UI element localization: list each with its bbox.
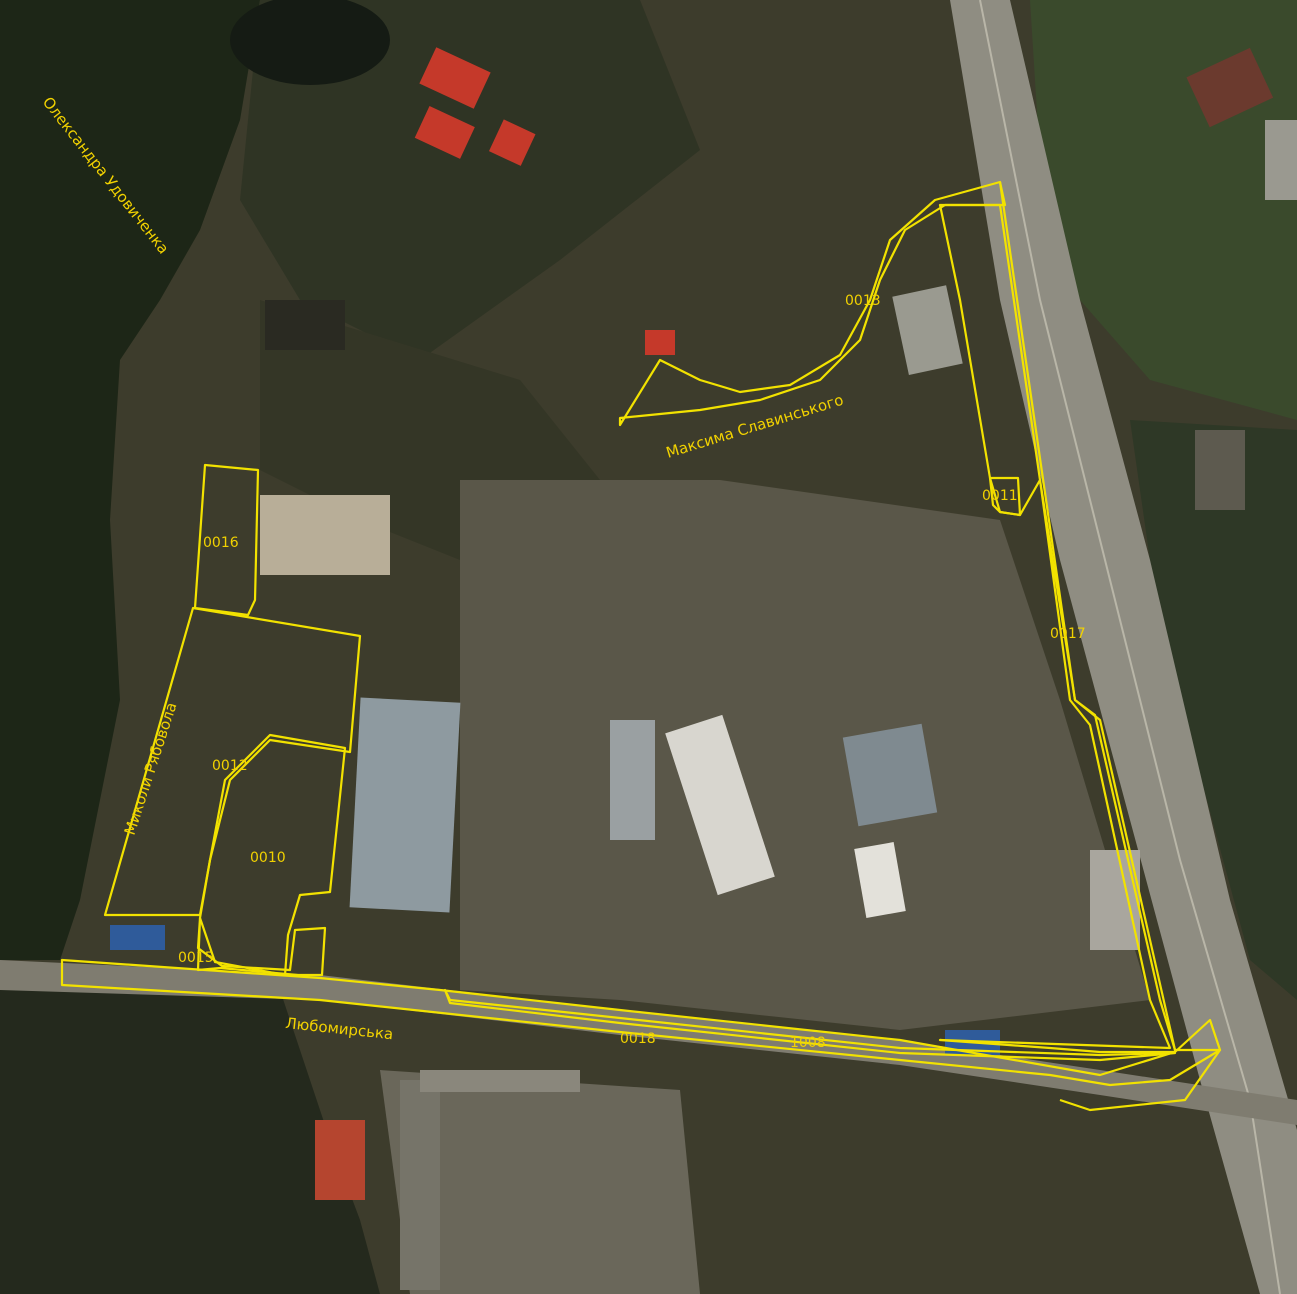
vegetation-north — [240, 0, 700, 360]
pond — [230, 0, 390, 85]
boundary-1008[interactable] — [443, 988, 1177, 1062]
building-grey-center — [842, 723, 938, 827]
building-ne-garage — [1195, 430, 1245, 510]
building-south-top — [420, 1070, 580, 1092]
forest-west — [0, 0, 260, 960]
boundary-0016[interactable] — [193, 463, 260, 617]
building-south-long — [400, 1080, 440, 1290]
vegetation-east — [1130, 420, 1297, 1000]
parcel-label-0013: 0013 — [845, 293, 881, 309]
roof-red-1 — [419, 47, 491, 109]
building-tall-center — [610, 720, 655, 840]
roof-red-3 — [488, 119, 536, 166]
boundary-outer-east[interactable] — [998, 181, 1222, 1112]
building-dark-sw — [265, 300, 345, 350]
building-ne — [1265, 120, 1297, 200]
highway — [950, 0, 1297, 1294]
building-blue-1 — [110, 925, 165, 950]
highway-median — [979, 0, 1281, 1294]
building-concrete — [260, 495, 390, 575]
parcel-label-0012: 0012 — [212, 758, 248, 774]
parcel-boundaries — [60, 180, 1222, 1112]
warehouse-large-grey — [349, 697, 461, 913]
forest-southwest — [0, 990, 380, 1294]
building-east-grey — [1090, 850, 1140, 950]
boundary-0012[interactable] — [103, 606, 362, 917]
liubomyrska-road — [0, 960, 1297, 1125]
parcel-label-0018: 0018 — [620, 1031, 656, 1047]
boundary-0015[interactable] — [196, 916, 327, 977]
parcel-label-0015: 0015 — [178, 950, 214, 966]
sports-court — [1186, 47, 1274, 128]
roof-red-4 — [645, 330, 675, 355]
building-white-center — [854, 842, 906, 918]
industrial-yard — [460, 480, 1150, 1030]
warehouse-white-long — [665, 714, 775, 896]
roof-red-south — [315, 1120, 365, 1200]
roof-red-2 — [414, 106, 475, 159]
parcel-label-0017: 0017 — [1050, 626, 1086, 642]
parcel-label-1008: 1008 — [790, 1035, 826, 1051]
parcel-label-0011: 0011 — [982, 488, 1018, 504]
building-grey-north — [892, 285, 963, 375]
southern-yard — [380, 1070, 700, 1294]
parcel-label-0010: 0010 — [250, 850, 286, 866]
parcel-label-0016: 0016 — [203, 535, 239, 551]
